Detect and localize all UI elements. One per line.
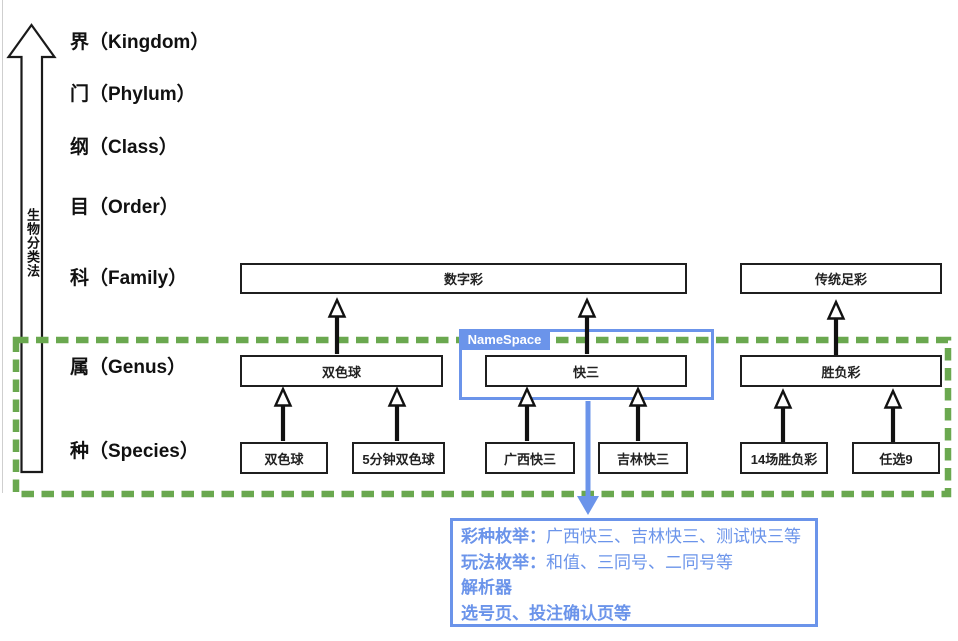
namespace-down-arrow [577, 401, 599, 515]
species-box-jilin-kuaisan: 吉林快三 [598, 442, 688, 474]
genus-box-shuangseqiu: 双色球 [240, 355, 443, 387]
up-arrow-shengfucai-to-football [826, 299, 846, 355]
annotation-content: 和值、三同号、二同号等 [546, 552, 733, 572]
annotation-content: 广西快三、吉林快三、测试快三等 [546, 527, 801, 546]
up-arrow-14chang [773, 388, 793, 442]
namespace-tag: NameSpace [459, 329, 550, 350]
species-box-14chang: 14场胜负彩 [740, 442, 828, 474]
family-box-digital-lottery: 数字彩 [240, 263, 687, 294]
annotation-line: 彩种枚举：广西快三、吉林快三、测试快三等 [461, 524, 807, 550]
rank-label-family: 科（Family） [70, 268, 188, 289]
annotation-label: 玩法枚举： [461, 552, 546, 572]
rank-label-species: 种（Species） [70, 441, 199, 462]
up-arrow-shuangseqiu-to-digital [327, 297, 347, 354]
annotation-line: 选号页、投注确认页等 [461, 601, 807, 627]
family-box-traditional-football: 传统足彩 [740, 263, 942, 294]
species-box-renxuan9: 任选9 [852, 442, 940, 474]
genus-box-kuaisan: 快三 [485, 355, 687, 387]
genus-box-shengfucai: 胜负彩 [740, 355, 942, 387]
species-box-5min-shuangseqiu: 5分钟双色球 [352, 442, 445, 474]
rank-label-kingdom: 界（Kingdom） [70, 32, 210, 53]
up-arrow-ssq-species [273, 386, 293, 441]
up-arrow-5min-ssq [387, 386, 407, 441]
page-edge-line [2, 0, 3, 493]
classification-axis-label: 生物分类法 [25, 208, 40, 278]
annotation-label: 选号页、投注确认页等 [461, 603, 631, 623]
rank-label-genus: 属（Genus） [70, 357, 187, 378]
annotation-label: 解析器 [461, 578, 512, 597]
rank-label-class: 纲（Class） [70, 137, 178, 158]
species-box-shuangseqiu: 双色球 [240, 442, 328, 474]
species-box-guangxi-kuaisan: 广西快三 [485, 442, 575, 474]
up-arrow-renxuan9 [883, 388, 903, 442]
annotation-line: 解析器 [461, 575, 807, 601]
annotation-label: 彩种枚举： [461, 527, 546, 546]
rank-label-order: 目（Order） [70, 197, 179, 218]
annotation-line: 玩法枚举：和值、三同号、二同号等 [461, 550, 807, 576]
namespace-annotation-box: 彩种枚举：广西快三、吉林快三、测试快三等 玩法枚举：和值、三同号、二同号等 解析… [450, 518, 818, 627]
rank-label-phylum: 门（Phylum） [70, 84, 196, 105]
